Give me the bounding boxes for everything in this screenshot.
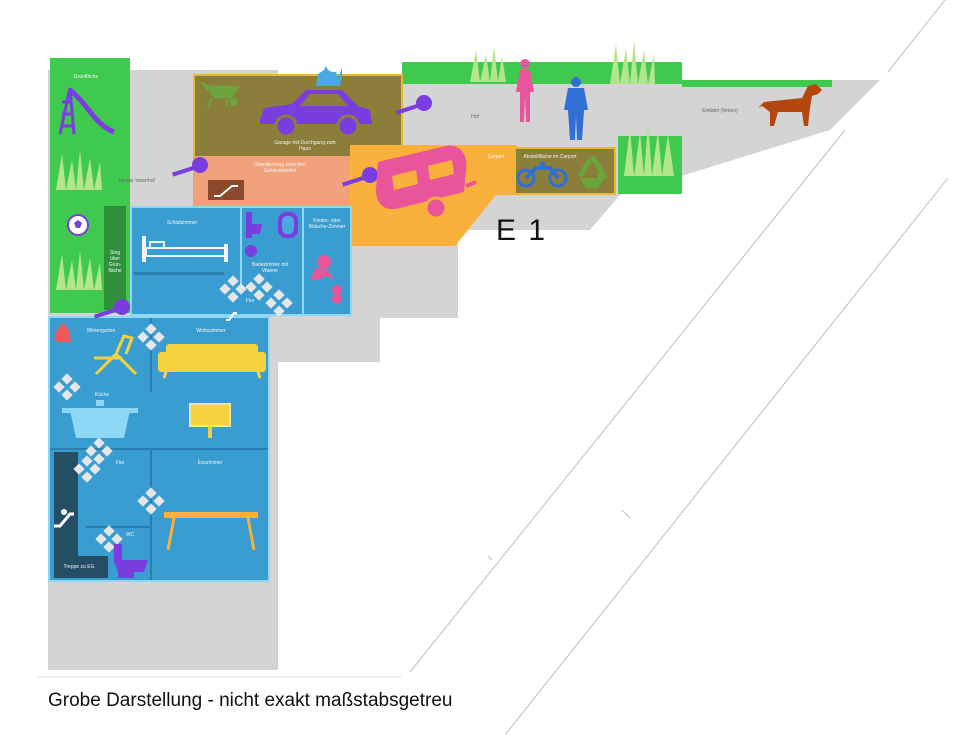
steg-bar bbox=[104, 206, 126, 310]
label-flur-oben: Flur bbox=[245, 298, 255, 304]
wall-bed-bath bbox=[240, 208, 242, 288]
floor-stripe-2 bbox=[86, 526, 150, 528]
recycle-icon bbox=[577, 154, 609, 188]
label-kleiner-innenhof: kleiner Innenhof bbox=[119, 178, 155, 184]
bathtub-icon bbox=[278, 212, 298, 238]
label-einfahrt: Einfahrt (hinten) bbox=[702, 108, 738, 114]
tile-icon-8 bbox=[137, 487, 165, 515]
label-badezimmer: Badezimmer mit Wanne bbox=[251, 262, 289, 274]
label-hof: Hof bbox=[471, 114, 479, 120]
escalator-icon-3 bbox=[54, 509, 74, 528]
grass-top-right bbox=[682, 80, 832, 87]
tile-icon-4 bbox=[137, 323, 165, 351]
label-flur-unten: Flur bbox=[115, 460, 125, 466]
grass-tuft-icon-5 bbox=[624, 122, 674, 176]
wc-toilet-icon bbox=[114, 544, 148, 578]
key-icon-4 bbox=[93, 299, 130, 319]
tile-icon-3 bbox=[265, 289, 293, 317]
bed-icon bbox=[142, 236, 228, 262]
car-icon bbox=[260, 90, 372, 138]
cat-icon bbox=[316, 66, 342, 86]
tile-icon-9 bbox=[95, 525, 123, 553]
pot-icon bbox=[62, 400, 138, 438]
label-abstellflaeche: Abstellfläche im Carport bbox=[523, 154, 577, 160]
tile-icon-6 bbox=[85, 437, 113, 465]
football-icon bbox=[67, 214, 89, 236]
floor-label: E 1 bbox=[496, 214, 548, 247]
label-esszimmer: Esszimmer bbox=[197, 460, 223, 466]
wall-v-lower2 bbox=[150, 450, 152, 580]
motorbike-icon bbox=[516, 160, 568, 188]
label-wintergarten: Wintergarten bbox=[86, 328, 116, 334]
teddy-icon bbox=[332, 285, 342, 304]
key-icon bbox=[395, 95, 432, 115]
sink-icon bbox=[245, 245, 257, 257]
tile-icon bbox=[219, 275, 247, 303]
label-wohnzimmer: Wohnzimmer bbox=[196, 328, 226, 334]
label-garage: Garage mit Durchgang zum Haus bbox=[274, 140, 336, 152]
grass-tuft-icon-3 bbox=[470, 46, 506, 82]
wheelbarrow-icon bbox=[200, 82, 240, 107]
key-icon-3 bbox=[341, 167, 378, 187]
wall-bath-kid bbox=[302, 208, 304, 314]
baby-icon bbox=[310, 255, 334, 280]
woman-icon bbox=[516, 59, 534, 122]
label-kueche: Küche bbox=[94, 392, 110, 398]
stair-base bbox=[54, 556, 108, 578]
label-schlafzimmer: Schlafzimmer bbox=[166, 220, 198, 226]
label-wc: WC bbox=[125, 532, 135, 538]
grass-tuft-icon-4 bbox=[610, 40, 655, 84]
tile-icon-7 bbox=[73, 455, 101, 483]
toilet-icon bbox=[246, 212, 262, 238]
tv-icon bbox=[189, 403, 231, 438]
tile-icon-2 bbox=[245, 273, 273, 301]
caption: Grobe Darstellung - nicht exakt maßstabs… bbox=[48, 690, 453, 711]
escalator-icon bbox=[208, 180, 244, 200]
fire-icon bbox=[54, 322, 72, 342]
floor-stripe bbox=[134, 272, 224, 275]
dog-icon bbox=[758, 84, 822, 126]
grass-tuft-icon bbox=[56, 150, 102, 190]
slide-icon bbox=[58, 87, 116, 135]
tile-icon-5 bbox=[53, 373, 81, 401]
label-ueberdachung: Überdachung zwischen Gebäudeteilen bbox=[254, 162, 306, 174]
sofa-icon bbox=[158, 344, 266, 379]
wall-h-lower bbox=[50, 448, 268, 450]
dining-table-icon bbox=[164, 512, 258, 551]
man-icon bbox=[564, 77, 588, 140]
wall-v-lower bbox=[150, 318, 152, 392]
label-gruenflaeche: Grünfläche bbox=[73, 74, 99, 80]
label-treppe: Treppe zu EG bbox=[63, 564, 95, 570]
caravan-icon bbox=[376, 145, 477, 220]
key-icon-2 bbox=[171, 157, 208, 177]
label-steg: Steg über Grün-fläche bbox=[108, 250, 122, 274]
grass-tuft-icon-2 bbox=[56, 250, 102, 290]
label-kinderzimmer: Kinder- oder Wäsche-Zimmer bbox=[308, 218, 346, 230]
label-carport: Carport bbox=[487, 154, 505, 160]
escalator-icon-2 bbox=[226, 312, 237, 321]
deckchair-icon bbox=[94, 334, 138, 376]
